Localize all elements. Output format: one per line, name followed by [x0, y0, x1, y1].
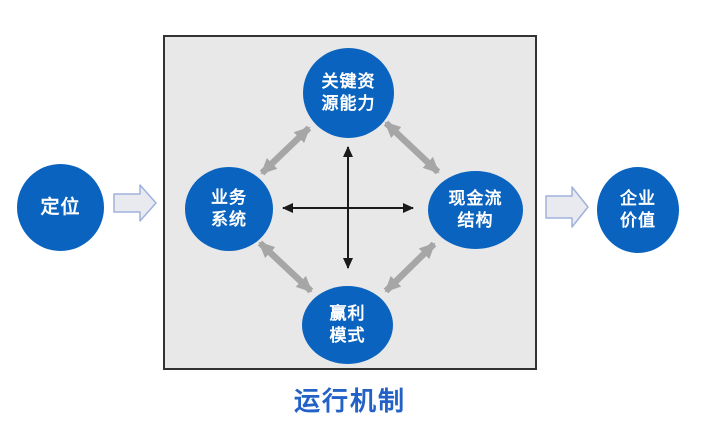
- diagram-caption: 运行机制: [293, 386, 406, 416]
- flow-arrow-right-icon: [545, 186, 589, 228]
- node-enterprise-value: 企业 价值: [597, 167, 679, 253]
- node-label-line: 系统: [211, 210, 247, 229]
- node-label-line: 现金流: [448, 188, 503, 208]
- node-label-line: 赢利: [329, 303, 366, 323]
- node-cash-flow: 现金流 结构: [428, 171, 523, 249]
- node-label-line: 业务: [211, 187, 247, 207]
- node-label-line: 关键资: [321, 71, 376, 91]
- node-positioning: 定位: [17, 164, 104, 251]
- node-label-line: 源能力: [321, 94, 376, 113]
- node-business-system: 业务 系统: [185, 167, 273, 251]
- node-key-resources: 关键资 源能力: [303, 48, 394, 138]
- node-label: 定位: [40, 196, 81, 218]
- node-label-line: 模式: [329, 326, 366, 345]
- flow-arrow-left-icon: [113, 184, 157, 222]
- node-label-line: 企业: [620, 188, 656, 208]
- node-label-line: 结构: [457, 211, 494, 230]
- node-profit-model: 赢利 模式: [302, 286, 393, 364]
- node-label-line: 价值: [620, 211, 656, 230]
